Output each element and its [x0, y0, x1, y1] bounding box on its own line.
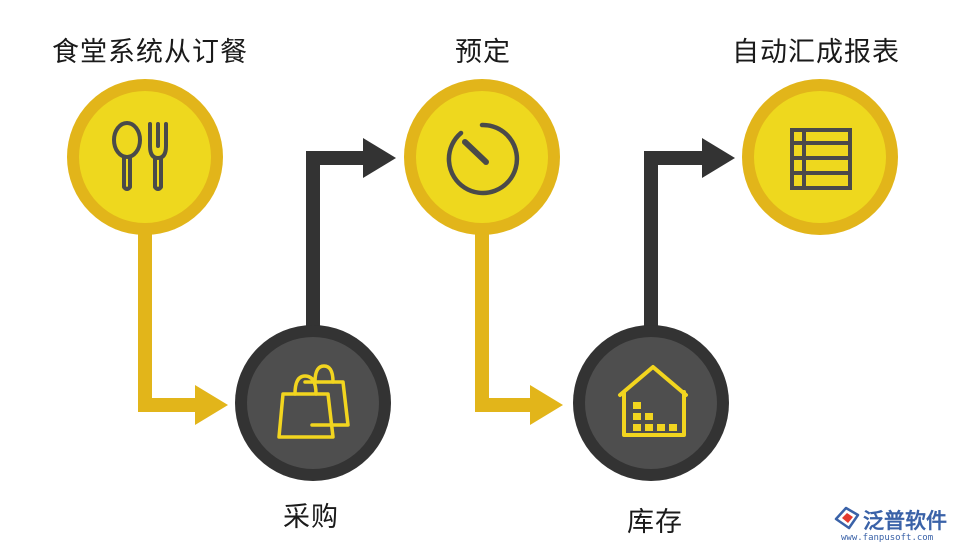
step-circle-inventory: [573, 325, 729, 481]
warehouse-icon: [618, 365, 688, 437]
step-circle-reserve: [404, 79, 560, 235]
brand-watermark: 泛普软件 www.fanpusoft.com: [833, 505, 959, 545]
step-circle-order: [67, 79, 223, 235]
connector-inventory-to-report: [644, 138, 735, 330]
step-circle-purchase: [235, 325, 391, 481]
report-table-icon: [790, 128, 852, 190]
timer-icon: [446, 122, 520, 196]
fanpu-logo-icon: [834, 506, 860, 530]
step-label-purchase: 采购: [283, 502, 339, 533]
utensils-icon: [112, 121, 168, 191]
step-label-report: 自动汇成报表: [732, 37, 900, 68]
brand-name: 泛普软件: [863, 509, 947, 533]
step-circle-report: [742, 79, 898, 235]
connector-reserve-to-inventory: [475, 230, 563, 425]
brand-url: www.fanpusoft.com: [841, 533, 934, 543]
step-label-order: 食堂系统从订餐: [52, 37, 248, 68]
connector-order-to-purchase: [138, 230, 228, 425]
step-label-inventory: 库存: [627, 507, 683, 538]
connector-purchase-to-reserve: [306, 138, 396, 330]
step-label-reserve: 预定: [455, 37, 511, 68]
shopping-bags-icon: [277, 364, 350, 439]
